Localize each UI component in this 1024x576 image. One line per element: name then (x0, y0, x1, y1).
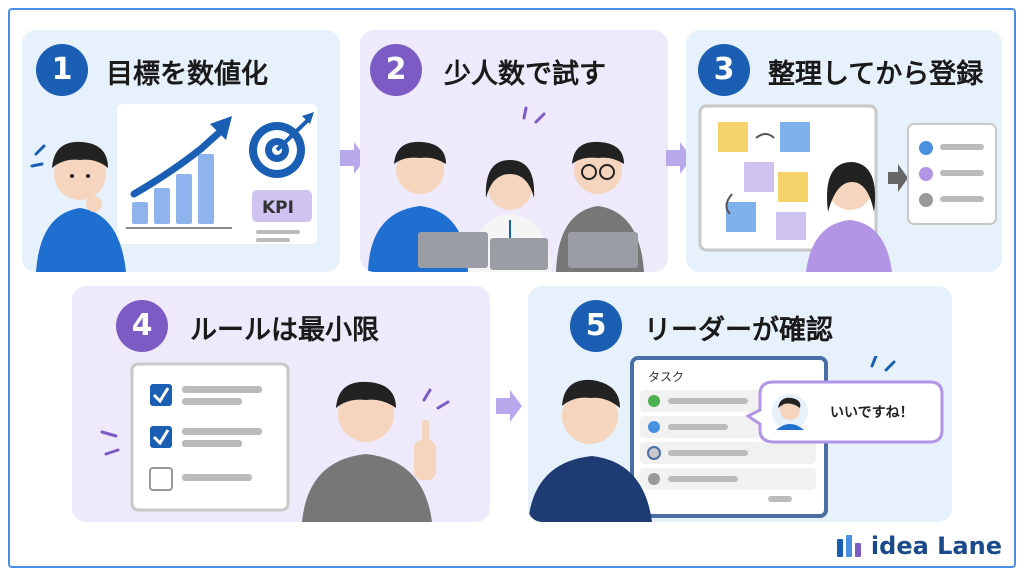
step-card-3: 3 整理してから登録 (686, 30, 1002, 272)
step-number-badge: 2 (370, 44, 422, 96)
step-card-4: 4 ルールは最小限 (72, 286, 490, 522)
step-title: 目標を数値化 (106, 59, 268, 90)
flow-arrow (340, 142, 366, 174)
task-window-title: タスク (648, 370, 685, 384)
goal-illustration (30, 104, 317, 272)
logo-icon (836, 535, 861, 557)
logo-text: idea Lane (870, 532, 1002, 560)
organize-illustration (698, 104, 997, 272)
step-card-1: 1 目標を数値化 KPI (22, 30, 340, 272)
leader-review-illustration (528, 356, 944, 522)
flow-arrow (666, 142, 692, 174)
step-number-badge: 5 (570, 300, 622, 352)
flow-arrow (496, 390, 522, 422)
small-team-illustration (368, 106, 644, 272)
step-title: 少人数で試す (444, 59, 606, 90)
step-number-badge: 1 (36, 44, 88, 96)
brand-logo: idea Lane (835, 532, 1002, 560)
step-number-badge: 3 (698, 44, 750, 96)
step-card-2: 2 少人数で試す (360, 30, 668, 272)
step-title: 整理してから登録 (768, 59, 984, 90)
speech-bubble-text: いいですね！ (830, 405, 914, 421)
step-card-5: 5 リーダーが確認 タスク いいですね！ (528, 286, 952, 522)
kpi-label: KPI (262, 198, 294, 218)
minimal-rules-illustration (100, 362, 450, 522)
step-number-badge: 4 (116, 300, 168, 352)
step-title: ルールは最小限 (190, 315, 379, 346)
step-title: リーダーが確認 (644, 315, 833, 346)
